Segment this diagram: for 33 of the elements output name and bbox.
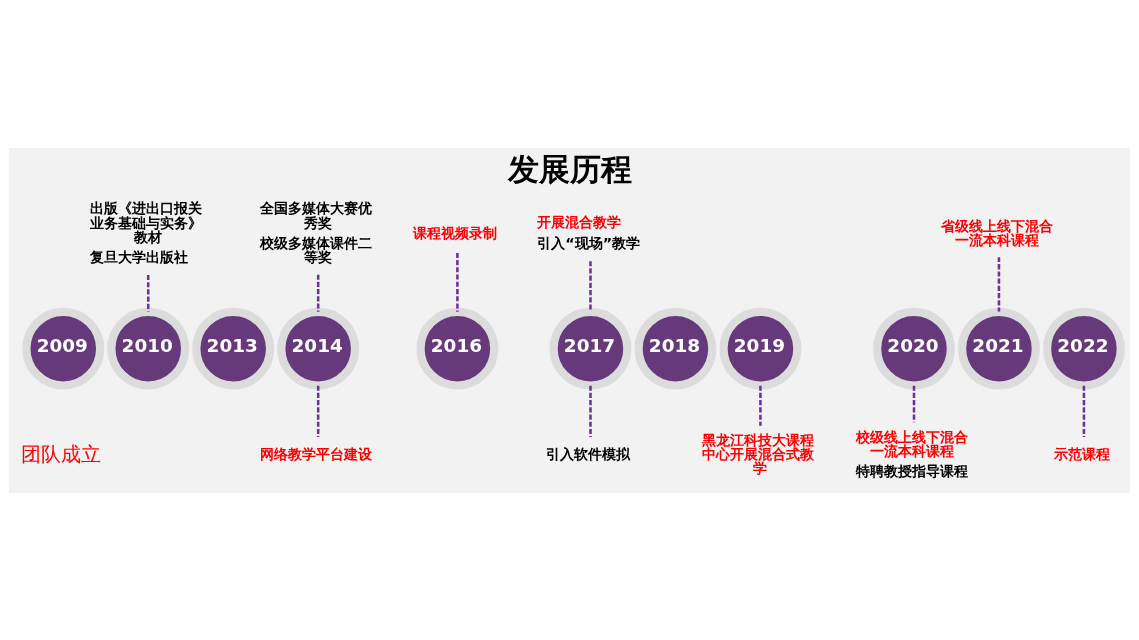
connector: [456, 252, 459, 312]
connector: [589, 260, 592, 311]
connector: [316, 385, 320, 437]
node-text: 全国多媒体大赛优秀奖 校级多媒体课件二等奖: [259, 199, 372, 265]
node-text: 省级线上线下混合一流本科课程: [940, 217, 1053, 248]
node-circle: 2013: [192, 307, 275, 390]
connector: [912, 385, 916, 422]
node-circle: 2016: [416, 307, 499, 390]
connector: [146, 274, 150, 311]
node-text: 开展混合教学 引入“现场”教学: [537, 213, 641, 251]
connector: [589, 385, 592, 437]
node-circle: 2019: [719, 307, 802, 390]
node-label: 团队成立: [21, 441, 102, 466]
node-circle: 2017: [549, 307, 632, 390]
connector: [997, 256, 1001, 311]
connector: [316, 274, 320, 312]
node-circle: 2009: [22, 307, 105, 390]
node-text: 示范课程: [1054, 445, 1111, 462]
node-text: 网络教学平台建设: [259, 445, 372, 462]
node-circle: 2022: [1042, 307, 1125, 390]
node-text: 课程视频录制: [413, 224, 498, 241]
connector: [759, 385, 762, 426]
node-circle: 2021: [958, 307, 1040, 390]
node-text: 黑龙江科技大课程中心开展混合式教学: [702, 431, 815, 476]
diagram-title: 发展历程: [507, 150, 632, 187]
node-text: 出版《进出口报关业务基础与实务》教材 复旦大学出版社: [89, 199, 202, 265]
node-text: 引入软件模拟: [546, 445, 631, 462]
node-text: 校级线上线下混合一流本科课程 特聘教授指导课程: [855, 428, 968, 479]
node-circle: 2020: [873, 307, 955, 390]
node-circle: 2014: [277, 307, 360, 390]
node-circle: 2010: [107, 307, 190, 390]
connector: [1082, 385, 1086, 437]
node-circle: 2018: [634, 307, 717, 390]
